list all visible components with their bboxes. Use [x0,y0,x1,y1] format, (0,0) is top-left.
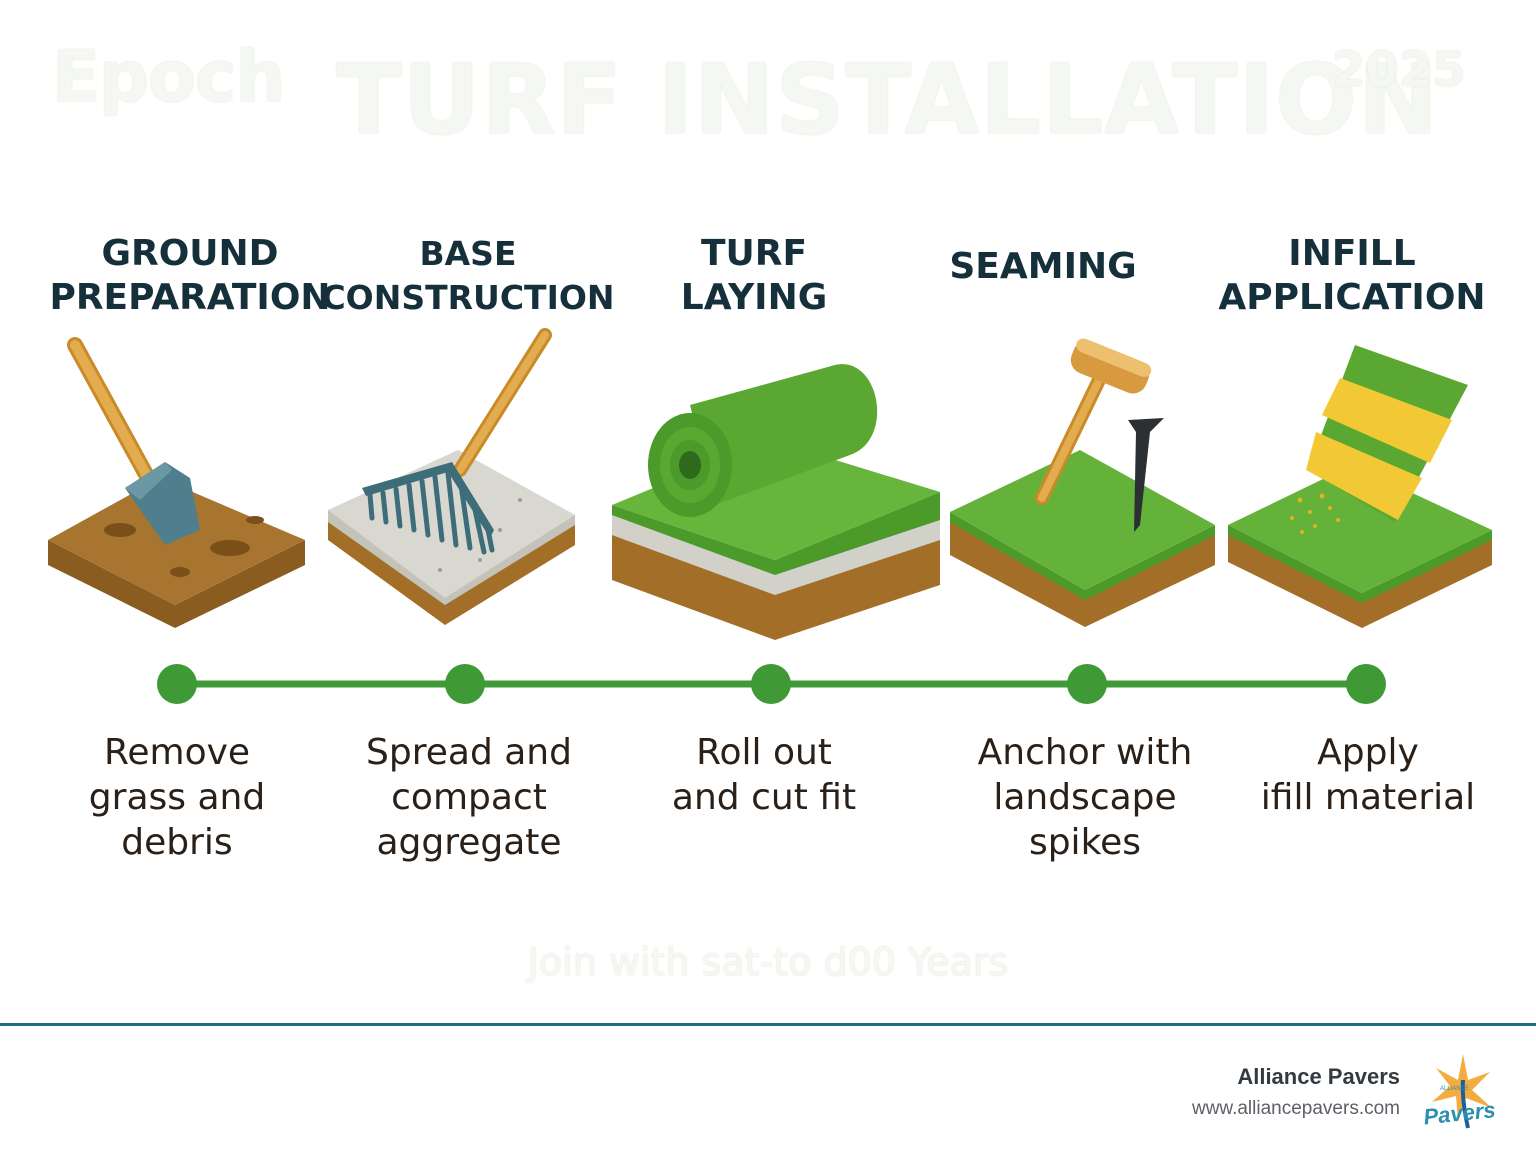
timeline-node-3 [751,664,791,704]
timeline-node-5 [1346,664,1386,704]
company-name: Alliance Pavers [1237,1064,1400,1089]
brand-ghost-text: Epoch [52,36,285,118]
step-desc-turf-laying: Roll out and cut fit [671,732,857,818]
step-desc-seaming: Anchor with landscape spikes [977,732,1193,863]
process-timeline [157,664,1386,704]
page-title: TURF INSTALLATION [336,44,1440,156]
rake-on-gravel-icon [328,328,575,625]
year-label: 2025 [1332,42,1466,98]
timeline-node-2 [445,664,485,704]
mallet-and-spike-icon [950,338,1215,627]
shovel-in-soil-icon [48,337,305,628]
timeline-node-4 [1067,664,1107,704]
infill-bag-icon [1228,345,1492,628]
logo-small-text: ALLIANCE [1440,1086,1469,1092]
turf-roll-icon [612,364,940,640]
step-title-seaming: SEAMING [949,246,1137,287]
step-title-ground-preparation: GROUND PREPARATION [49,233,331,318]
step-desc-ground-preparation: Remove grass and debris [88,732,266,863]
tagline-ghost-text: Join with sat-to d00 Years [527,940,1009,984]
step-desc-infill-application: Apply ifill material [1260,732,1476,818]
company-url[interactable]: www.alliancepavers.com [1191,1098,1400,1119]
step-title-base-construction: BASE CONSTRUCTION [321,234,615,317]
step-title-turf-laying: TURF LAYING [680,233,828,318]
alliance-pavers-logo: Pavers ALLIANCE [1422,1054,1497,1129]
step-illustrations [48,328,1492,640]
step-title-infill-application: INFILL APPLICATION [1218,233,1486,318]
logo-text: Pavers [1422,1097,1496,1129]
footer-divider [0,1023,1536,1026]
step-desc-base-construction: Spread and compact aggregate [366,732,572,863]
timeline-node-1 [157,664,197,704]
